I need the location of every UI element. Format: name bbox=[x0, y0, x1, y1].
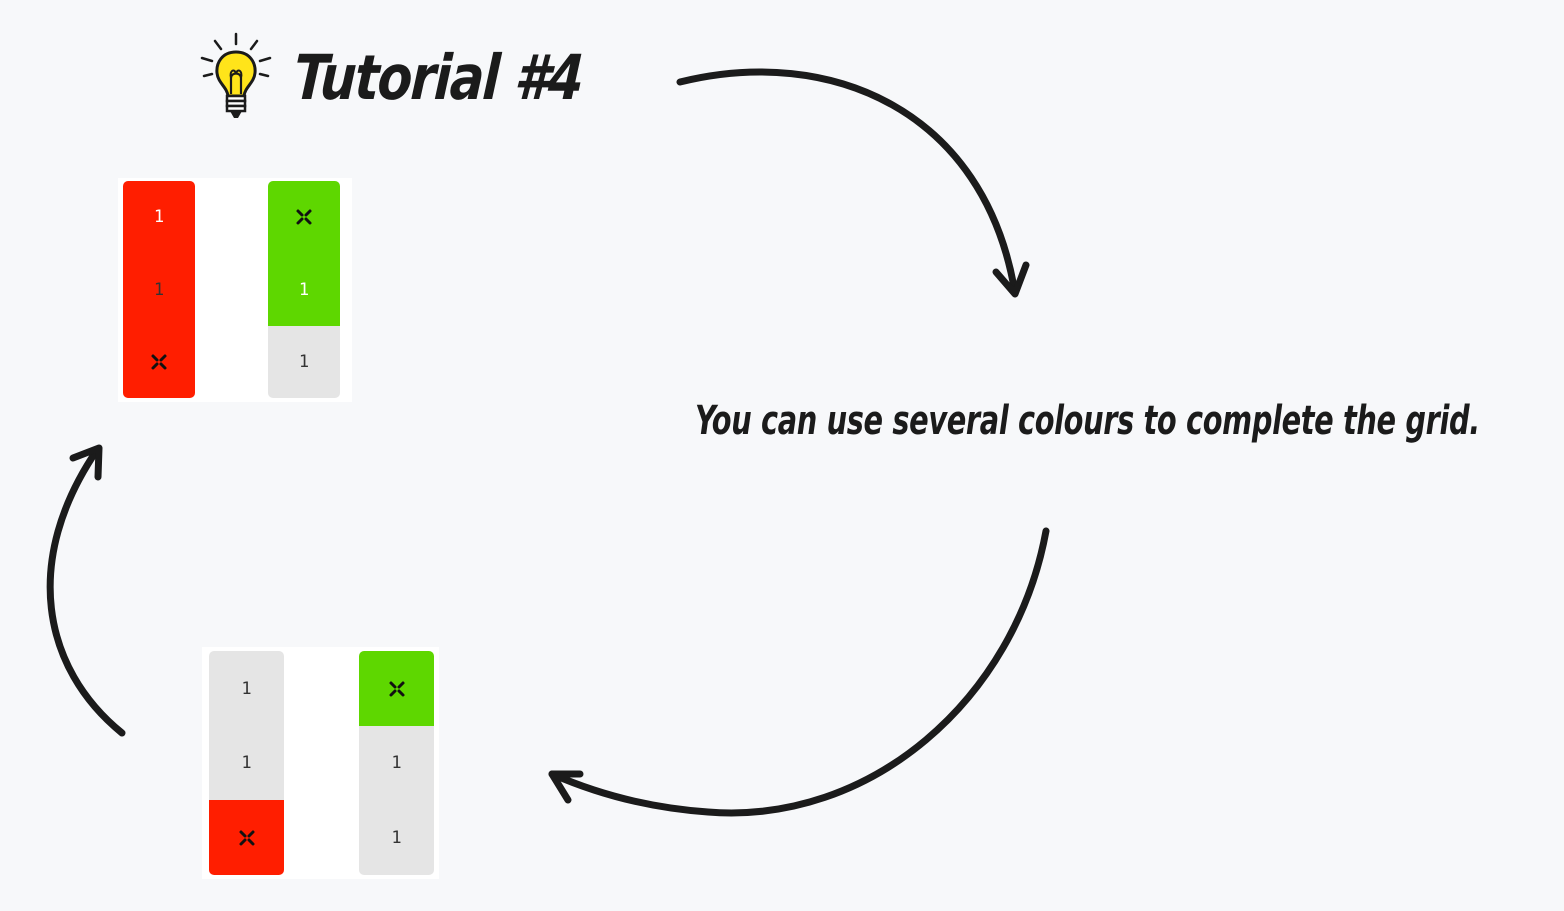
grid-cell[interactable]: 1 bbox=[268, 253, 340, 326]
lightbulb-icon bbox=[200, 32, 272, 118]
grid-cell[interactable]: 1 bbox=[123, 181, 195, 253]
tutorial-message: You can use several colours to complete … bbox=[695, 398, 1480, 444]
title-bar: Tutorial #4 bbox=[198, 30, 645, 125]
grid-cell[interactable]: 1 bbox=[268, 326, 340, 398]
puzzle-grid-2: 1 1 1 1 bbox=[202, 647, 439, 879]
cross-icon bbox=[389, 681, 404, 696]
grid-2-column-1: 1 1 bbox=[209, 651, 284, 875]
grid-cell[interactable] bbox=[268, 181, 340, 253]
grid-cell[interactable]: 1 bbox=[209, 726, 284, 800]
grid-cell[interactable] bbox=[359, 651, 434, 726]
grid-1-column-1: 1 1 bbox=[123, 181, 195, 398]
cross-icon bbox=[239, 830, 254, 845]
puzzle-grid-1: 1 1 1 1 bbox=[118, 178, 352, 402]
cross-icon bbox=[296, 209, 312, 225]
grid-cell[interactable]: 1 bbox=[123, 253, 195, 326]
grid-cell[interactable]: 1 bbox=[359, 726, 434, 800]
cross-icon bbox=[151, 354, 167, 370]
grid-cell[interactable] bbox=[209, 800, 284, 875]
grid-cell[interactable] bbox=[123, 326, 195, 398]
grid-2-column-2: 1 1 bbox=[359, 651, 434, 875]
grid-cell[interactable]: 1 bbox=[359, 800, 434, 875]
grid-cell[interactable]: 1 bbox=[209, 651, 284, 726]
curved-arrow-top-right bbox=[676, 68, 1030, 298]
page-title: Tutorial #4 bbox=[291, 40, 585, 114]
grid-1-column-2: 1 1 bbox=[268, 181, 340, 398]
curved-arrow-left bbox=[46, 444, 126, 737]
curved-arrow-bottom-right bbox=[548, 527, 1050, 817]
